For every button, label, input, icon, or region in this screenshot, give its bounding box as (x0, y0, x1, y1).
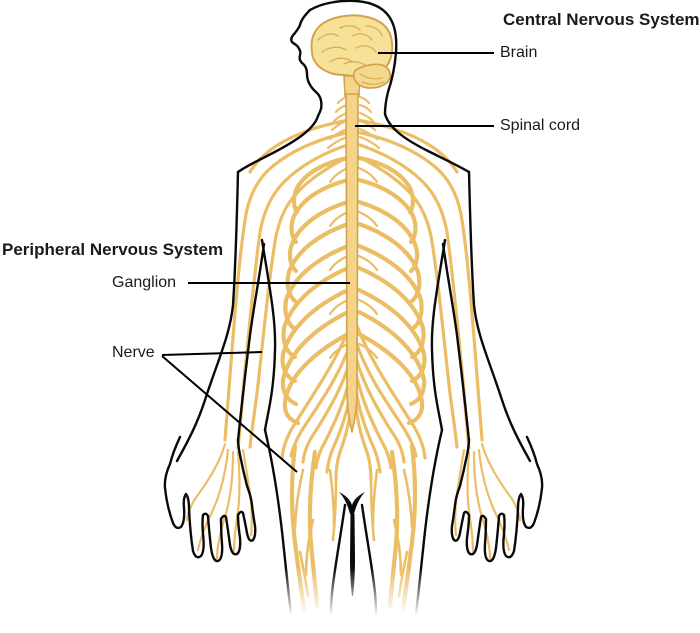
nerve-leader-line-leg (161, 355, 298, 473)
spinal-cord-illustration (343, 75, 361, 433)
nerve-leader-line-arm (161, 351, 263, 356)
bottom-fade (0, 568, 700, 633)
peripheral-nerves-right (356, 97, 520, 610)
hand-outline (163, 435, 257, 563)
brain-gyri (317, 25, 385, 85)
label-ganglion: Ganglion (112, 274, 177, 291)
label-spinal-cord: Spinal cord (500, 117, 581, 134)
pns-title: Peripheral Nervous System (2, 240, 224, 259)
leader-lines (161, 52, 494, 473)
left-shoulder-outline (236, 114, 320, 174)
brain-illustration (310, 14, 394, 89)
cns-title: Central Nervous System (503, 10, 700, 29)
label-nerve: Nerve (112, 344, 155, 361)
label-brain: Brain (500, 44, 538, 61)
